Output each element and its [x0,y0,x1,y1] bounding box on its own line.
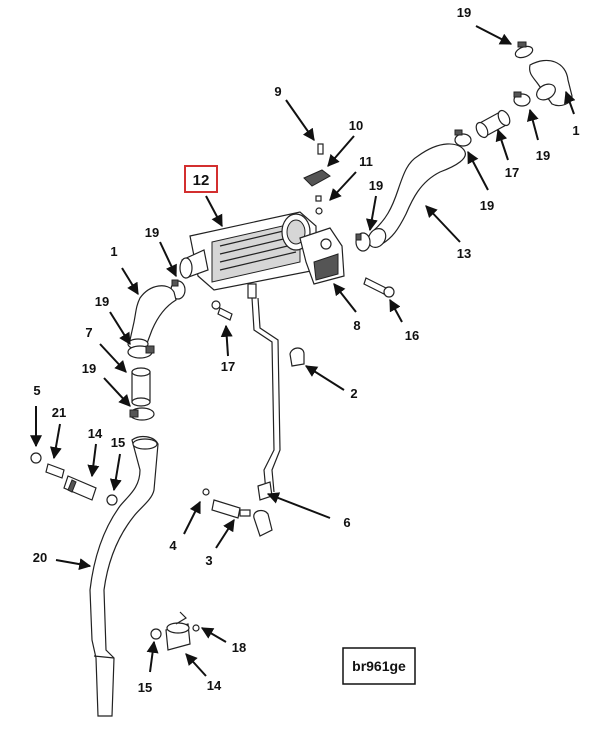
arrow-17-right [495,128,509,161]
arrow-15-top [109,453,122,492]
callout-2: 2 [350,386,357,401]
callout-15-bottom: 15 [138,680,152,695]
drain-valve-3 [211,499,251,519]
arrow-11 [329,171,357,201]
arrow-20 [55,558,92,571]
callout-19-mid: 19 [480,198,494,213]
sensor-14-top [63,475,97,501]
highlight-box-12 [184,165,218,193]
arrow-2 [304,365,345,391]
callout-17-right: 17 [505,165,519,180]
arrow-9 [285,99,315,141]
arrow-19-center [365,195,378,232]
callout-7: 7 [85,325,92,340]
callout-4: 4 [169,538,177,553]
callout-19-l3: 19 [82,361,96,376]
washer-18 [192,624,200,632]
leader-arrows [30,25,576,677]
arrow-7 [99,343,127,373]
adapter-21 [45,463,65,479]
mount-bracket-8 [299,227,345,285]
reference-code: br961ge [352,658,406,674]
callout-19-right: 19 [536,148,550,163]
callout-13: 13 [457,246,471,261]
fitting-6 [253,481,273,537]
plug-5 [30,452,42,464]
arrow-15-bottom [146,640,159,673]
callout-10: 10 [349,118,363,133]
reference-code-box: br961ge [342,647,416,685]
arrow-19-mid [467,150,489,191]
arrow-12 [205,195,223,228]
connector-tube-right [475,109,511,139]
arrow-19-right [526,108,539,141]
arrow-3 [215,518,235,549]
callout-8: 8 [353,318,360,333]
callout-19-center: 19 [369,178,383,193]
clamp-right-mid [454,129,472,147]
bolt-17-left [211,300,233,321]
callout-5: 5 [33,383,40,398]
callout-20: 20 [33,550,47,565]
arrow-16 [389,298,403,323]
hose-elbow-left [127,285,177,350]
callout-labels: 19 1 19 17 19 13 9 10 11 19 12 8 16 19 1… [33,5,580,695]
callout-21: 21 [52,405,66,420]
arrow-19-left [159,241,177,278]
nut-15-top [106,494,118,506]
arrow-17-left [220,324,233,357]
callout-9: 9 [274,84,281,99]
arrow-18 [200,627,227,643]
callout-14-bottom: 14 [207,678,222,693]
bracket-14-bottom [165,611,191,651]
nut-15-bottom [150,628,162,640]
arrow-19-l2 [109,311,131,346]
callout-11: 11 [359,154,373,169]
callout-19-top: 19 [457,5,471,20]
callout-18: 18 [232,640,246,655]
callout-14-top: 14 [88,426,103,441]
arrow-14-bottom [185,653,207,677]
callout-12: 12 [193,172,210,189]
charge-air-cooler-12 [179,211,317,291]
arrow-8 [333,283,357,313]
callout-1-right: 1 [572,123,579,138]
arrow-6 [266,492,331,519]
hose-long-13 [367,143,466,248]
callout-6: 6 [343,515,350,530]
callout-16: 16 [405,328,419,343]
clamp-left-3 [129,407,155,421]
washer-4 [202,488,210,496]
arrow-19-top [475,25,513,45]
arrow-21 [49,423,62,460]
connector-tube-7 [131,367,151,407]
callout-15-top: 15 [111,435,125,450]
sensor-assembly [303,143,331,215]
hose-long-20 [89,435,159,717]
callout-3: 3 [205,553,212,568]
clamp-left-2 [127,345,155,359]
parts-artwork [30,41,573,717]
drain-tube [247,283,281,493]
arrow-1-right [564,90,576,115]
clamp-top-right [514,41,534,59]
arrow-13 [425,205,461,243]
arrow-4 [183,500,201,535]
bolt-16 [363,277,395,298]
arrow-14-top [87,443,100,478]
hose-elbow-top-right [529,59,573,107]
arrow-10 [327,135,355,167]
clamp-right-upper [513,91,531,107]
callout-17-left: 17 [221,359,235,374]
callout-1-left: 1 [110,244,117,259]
arrow-19-l3 [103,377,131,407]
clamp-center [355,232,371,252]
callout-19-left: 19 [145,225,159,240]
clip-2 [289,347,305,367]
callout-19-l2: 19 [95,294,109,309]
arrow-1-left [121,267,139,296]
